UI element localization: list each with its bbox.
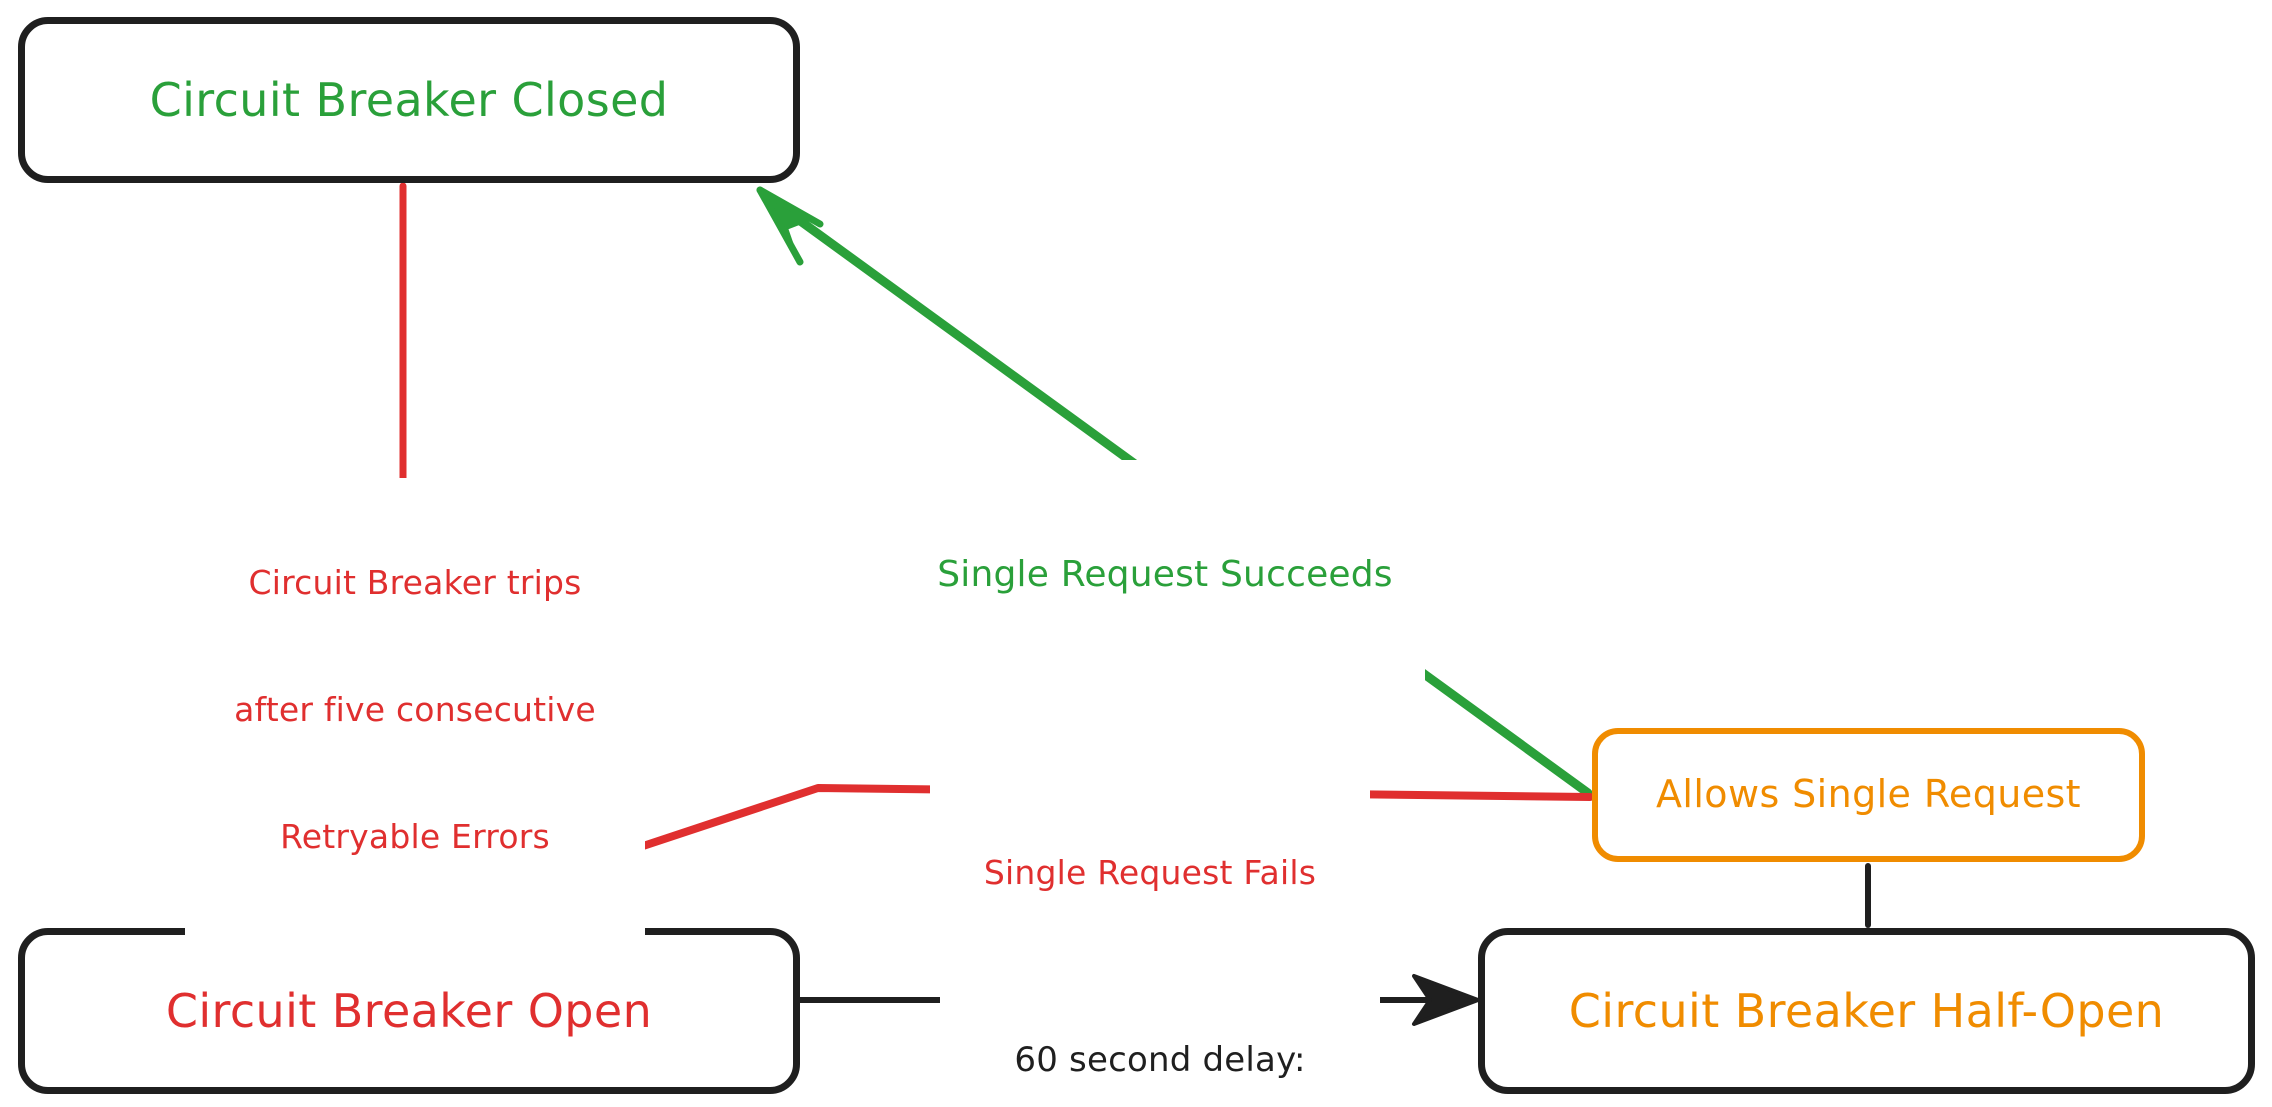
edge-label-allows-to-open: Single Request Fails [930, 768, 1370, 980]
node-label-allows-single-request: Allows Single Request [1656, 772, 2081, 817]
node-label-open: Circuit Breaker Open [165, 983, 653, 1038]
edge-label-line-1: Circuit Breaker trips [248, 563, 582, 603]
node-label-half-open: Circuit Breaker Half-Open [1568, 983, 2165, 1038]
edge-label-line-3: Retryable Errors [280, 816, 550, 856]
edge-label-open-to-half-open: 60 second delay: No requests allowed [940, 952, 1380, 1107]
edge-label-allows-to-closed: Single Request Succeeds [905, 460, 1425, 691]
node-circuit-breaker-half-open[interactable]: Circuit Breaker Half-Open [1478, 928, 2255, 1094]
edge-label-closed-to-open: Circuit Breaker trips after five consecu… [185, 478, 645, 943]
edge-label-text: Single Request Fails [983, 853, 1317, 893]
node-circuit-breaker-closed[interactable]: Circuit Breaker Closed [18, 17, 800, 183]
node-label-closed: Circuit Breaker Closed [149, 72, 669, 127]
node-circuit-breaker-open[interactable]: Circuit Breaker Open [18, 928, 800, 1094]
edge-label-line-1: 60 second delay: [1014, 1040, 1306, 1081]
node-allows-single-request[interactable]: Allows Single Request [1592, 728, 2145, 862]
edge-label-text: Single Request Succeeds [937, 554, 1393, 596]
edge-label-line-2: after five consecutive [234, 690, 596, 730]
